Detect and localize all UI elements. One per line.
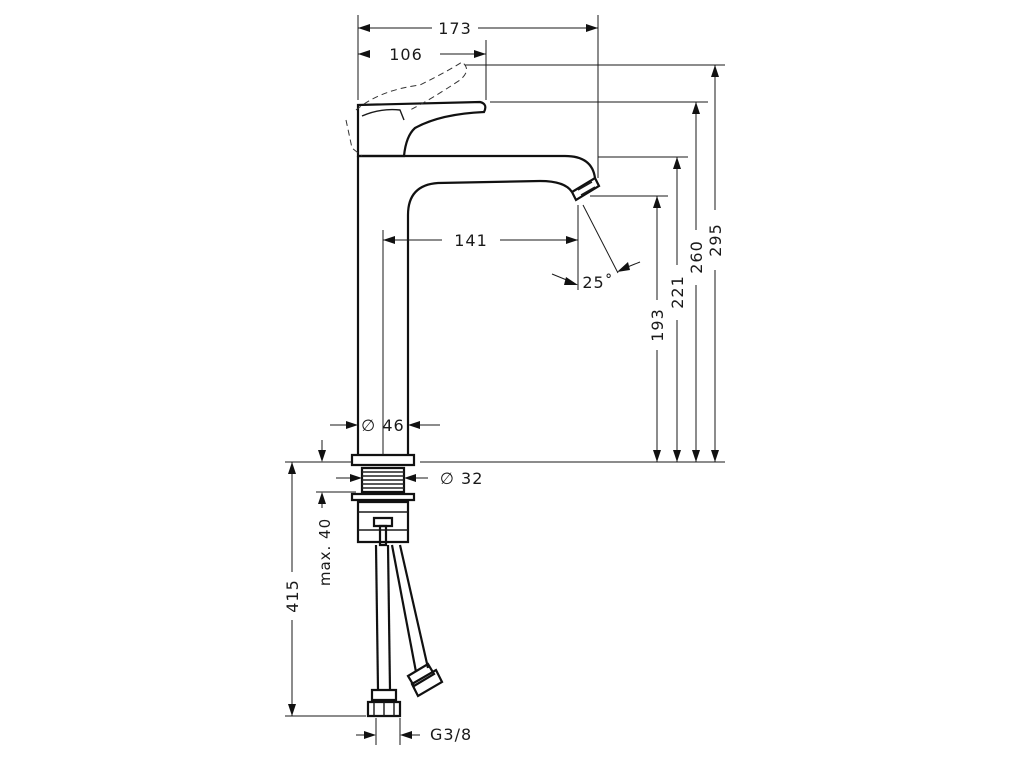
dim-193: 193 <box>648 308 667 342</box>
mounting-shank <box>350 466 416 547</box>
dim-295: 295 <box>706 223 725 257</box>
supply-hoses <box>366 544 444 718</box>
dim-angle-25: 25˚ <box>582 273 613 292</box>
dim-415: 415 <box>283 579 302 613</box>
dimension-lines <box>288 24 719 739</box>
extension-lines <box>285 15 725 745</box>
dim-260: 260 <box>687 240 706 274</box>
dim-max-40: max. 40 <box>316 518 334 586</box>
dim-173: 173 <box>438 19 472 38</box>
dim-diameter-46: ∅ 46 <box>361 416 404 435</box>
faucet-lever <box>345 61 487 158</box>
dim-141: 141 <box>454 231 488 250</box>
faucet-body <box>350 154 601 467</box>
dim-106: 106 <box>389 45 423 64</box>
dim-diameter-32: ∅ 32 <box>440 469 483 488</box>
dim-221: 221 <box>668 275 687 309</box>
dim-g3-8: G3/8 <box>430 725 472 744</box>
